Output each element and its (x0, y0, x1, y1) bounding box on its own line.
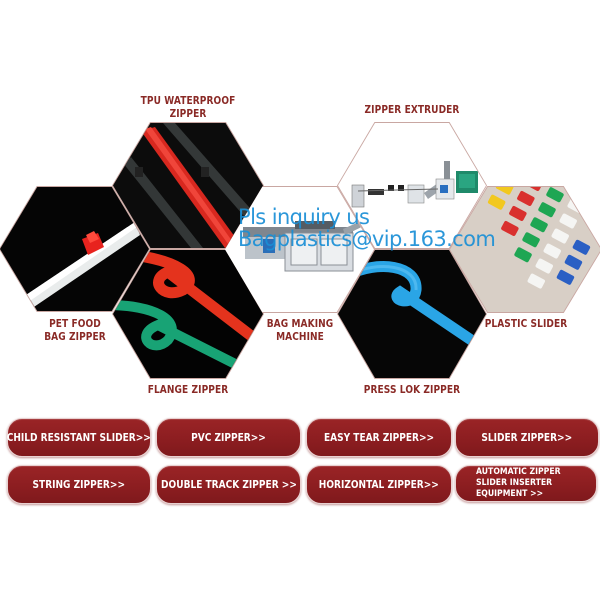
button-label: EASY TEAR ZIPPER>> (323, 431, 435, 444)
label-tpu-waterproof-zipper: TPU WATERPROOF ZIPPER (135, 95, 242, 121)
label-line: MACHINE (276, 331, 324, 343)
string-zipper-button[interactable]: STRING ZIPPER>> (7, 465, 151, 504)
label-line: ZIPPER EXTRUDER (364, 104, 460, 116)
label-bag-making-machine: BAG MAKING MACHINE (248, 318, 351, 344)
child-resistant-slider-button[interactable]: CHILD RESISTANT SLIDER>> (7, 418, 151, 457)
label-zipper-extruder: ZIPPER EXTRUDER (359, 104, 466, 117)
label-line: BAG MAKING (266, 318, 334, 330)
pvc-zipper-button[interactable]: PVC ZIPPER>> (156, 418, 301, 457)
label-line: PET FOOD (49, 318, 101, 330)
label-flange-zipper: FLANGE ZIPPER (136, 384, 239, 397)
double-track-zipper-button[interactable]: DOUBLE TRACK ZIPPER >> (156, 465, 301, 504)
flange-zipper-photo-icon (113, 250, 263, 378)
product-image-flange-zipper[interactable] (113, 250, 263, 378)
button-label: DOUBLE TRACK ZIPPER >> (160, 478, 297, 491)
button-label: AUTOMATIC ZIPPER SLIDER INSERTER EQUIPME… (476, 467, 561, 499)
button-label: STRING ZIPPER>> (32, 478, 126, 491)
button-label: PVC ZIPPER>> (191, 431, 266, 444)
horizontal-zipper-button[interactable]: HORIZONTAL ZIPPER>> (306, 465, 452, 504)
easy-tear-zipper-button[interactable]: EASY TEAR ZIPPER>> (306, 418, 452, 457)
label-line: PRESS LOK ZIPPER (363, 384, 461, 396)
label-line: TPU WATERPROOF (140, 95, 236, 107)
button-label: CHILD RESISTANT SLIDER>> (6, 431, 152, 444)
label-pet-food-bag-zipper: PET FOOD BAG ZIPPER (28, 318, 123, 344)
button-label: SLIDER ZIPPER>> (481, 431, 573, 444)
label-plastic-slider: PLASTIC SLIDER (471, 318, 581, 331)
slider-zipper-button[interactable]: SLIDER ZIPPER>> (455, 418, 599, 457)
label-line: BAG ZIPPER (44, 331, 106, 343)
label-press-lok-zipper: PRESS LOK ZIPPER (359, 384, 466, 397)
automatic-zipper-slider-inserter-button[interactable]: AUTOMATIC ZIPPER SLIDER INSERTER EQUIPME… (455, 465, 597, 502)
label-line: ZIPPER (169, 108, 207, 120)
button-label: HORIZONTAL ZIPPER>> (318, 478, 440, 491)
label-line: PLASTIC SLIDER (484, 318, 568, 330)
label-line: FLANGE ZIPPER (147, 384, 229, 396)
